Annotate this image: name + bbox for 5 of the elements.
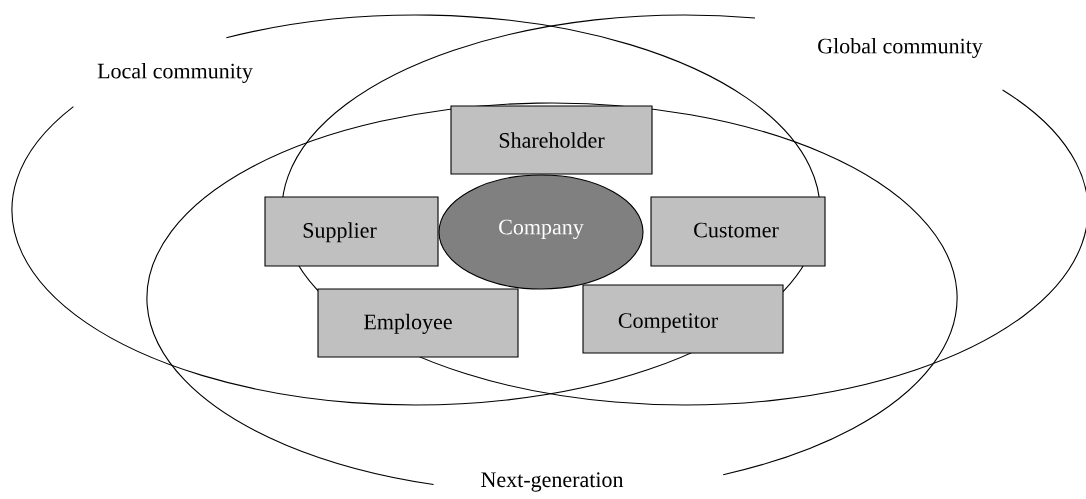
stakeholder-box: Shareholder [450,105,653,175]
stakeholder-box: Customer [650,196,826,267]
stakeholder-box: Competitor [582,284,784,354]
stakeholder-box: Supplier [264,196,439,267]
stakeholder-box: Employee [317,288,519,358]
